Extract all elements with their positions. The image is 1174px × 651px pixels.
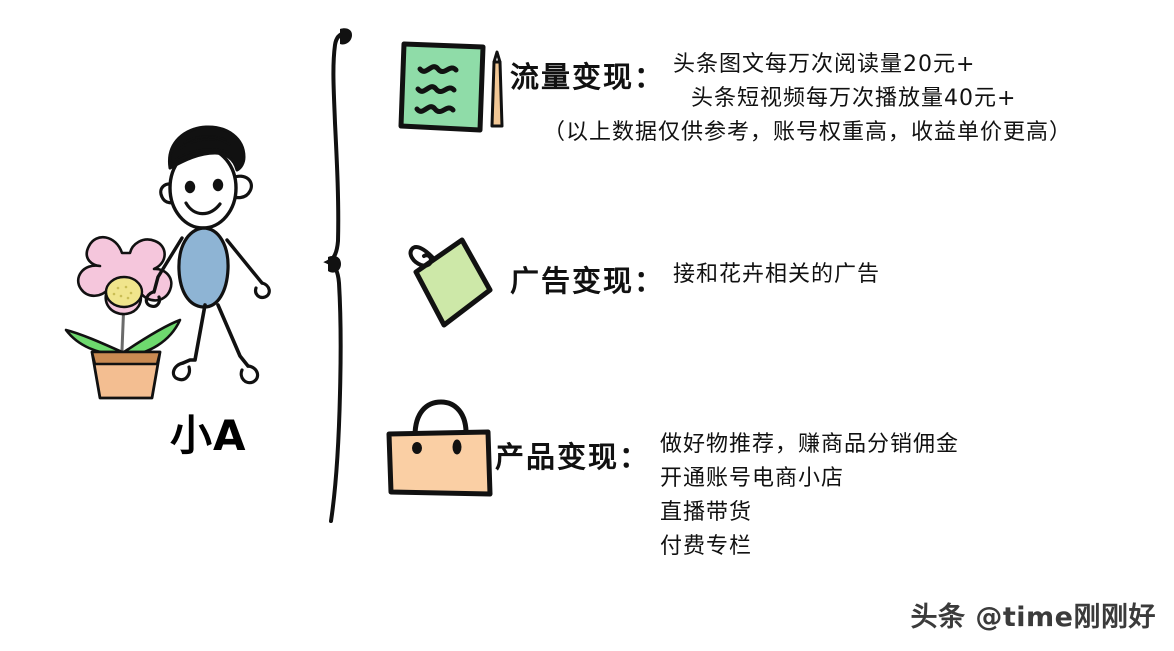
traffic-line-1: 头条图文每万次阅读量20元+ bbox=[673, 52, 976, 77]
bag-handle bbox=[412, 399, 469, 439]
illustration-svg bbox=[64, 125, 271, 400]
tag-body bbox=[413, 237, 493, 328]
hair-strokes bbox=[171, 135, 231, 163]
heading-product: 产品变现： bbox=[495, 440, 651, 474]
leg-right bbox=[216, 303, 250, 368]
note-paper bbox=[398, 41, 486, 133]
watermark: 头条 @time刚刚好 bbox=[910, 602, 1156, 633]
pencil-body bbox=[490, 60, 504, 128]
bag-dot-left bbox=[412, 442, 422, 454]
torso bbox=[177, 226, 230, 309]
traffic-line-3: （以上数据仅供参考，账号权重高，收益单价更高） bbox=[543, 120, 1073, 145]
product-line-3: 直播带货 bbox=[660, 500, 753, 525]
body-traffic: 头条图文每万次阅读量20元+ 头条短视频每万次播放量40元+ （以上数据仅供参考，账… bbox=[543, 48, 1072, 150]
bag-dot-right bbox=[452, 439, 462, 455]
row-product-monetization: 产品变现： 做好物推荐，赚商品分销佣金开通账号电商小店直播带货付费专栏 bbox=[375, 392, 1135, 564]
arm-left bbox=[152, 236, 184, 294]
hand-left bbox=[144, 290, 162, 308]
product-line-4: 付费专栏 bbox=[660, 534, 753, 559]
hand-drawn-curly-brace bbox=[312, 25, 382, 585]
leg-left bbox=[181, 303, 207, 365]
foot-right bbox=[239, 364, 260, 385]
potted-flower bbox=[64, 236, 182, 400]
row-traffic-text: 流量变现： 头条图文每万次阅读量20元+ 头条短视频每万次播放量40元+ （以上数据仅… bbox=[510, 38, 1174, 150]
shopping-bag-svg bbox=[386, 399, 493, 497]
heading-ads: 广告变现： bbox=[510, 264, 666, 298]
heading-traffic: 流量变现： bbox=[510, 60, 666, 94]
mouth-smile bbox=[184, 201, 222, 216]
ads-line-1: 接和花卉相关的广告 bbox=[673, 262, 881, 287]
eye-right bbox=[212, 178, 224, 192]
tag-string bbox=[408, 245, 436, 268]
stick-figure-boy bbox=[144, 125, 271, 385]
orange-shopping-bag-icon bbox=[375, 392, 495, 502]
body-product: 做好物推荐，赚商品分销佣金开通账号电商小店直播带货付费专栏 bbox=[660, 428, 959, 564]
row-ads-text: 广告变现： 接和花卉相关的广告 bbox=[510, 232, 1090, 300]
row-traffic-monetization: 流量变现： 头条图文每万次阅读量20元+ 头条短视频每万次播放量40元+ （以上数据仅… bbox=[390, 38, 1174, 150]
brace-middle-notch bbox=[328, 255, 341, 273]
product-line-2: 开通账号电商小店 bbox=[660, 466, 845, 491]
foot-left bbox=[171, 361, 192, 382]
flower-center-dots bbox=[112, 285, 133, 300]
illustration-panel: 小A bbox=[0, 0, 340, 646]
character-label: 小A bbox=[170, 411, 247, 460]
product-line-1: 做好物推荐，赚商品分销佣金 bbox=[660, 432, 960, 457]
eye-left bbox=[184, 180, 196, 194]
flower-center bbox=[104, 275, 144, 309]
body-ads: 接和花卉相关的广告 bbox=[673, 258, 880, 292]
row-product-text: 产品变现： 做好物推荐，赚商品分销佣金开通账号电商小店直播带货付费专栏 bbox=[495, 392, 1135, 564]
pencil-tip bbox=[492, 50, 502, 64]
bag-body bbox=[386, 429, 493, 497]
traffic-line-2: 头条短视频每万次播放量40元+ bbox=[691, 86, 1017, 111]
hand-right bbox=[253, 281, 271, 300]
note-pencil-svg bbox=[398, 41, 504, 133]
green-note-with-pencil-icon bbox=[390, 38, 510, 148]
arm-right bbox=[225, 238, 264, 285]
brace-top-tip bbox=[340, 28, 352, 45]
price-tag-svg bbox=[408, 237, 493, 328]
flower-pot-rim bbox=[90, 350, 162, 366]
brace-svg bbox=[323, 28, 352, 523]
green-price-tag-icon bbox=[390, 232, 510, 342]
row-ad-monetization: 广告变现： 接和花卉相关的广告 bbox=[390, 232, 1090, 342]
note-squiggles bbox=[414, 64, 459, 114]
brace-path bbox=[323, 31, 347, 523]
